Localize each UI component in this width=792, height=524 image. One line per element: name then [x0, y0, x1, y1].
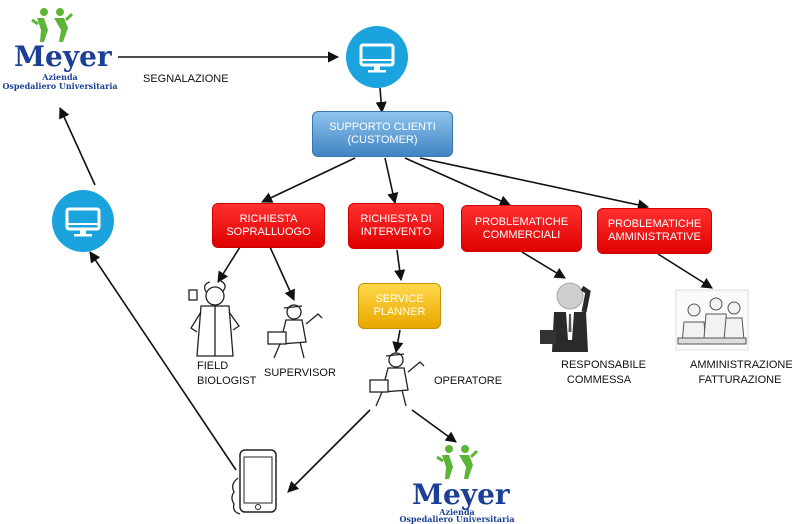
node-problematiche-amministrative: PROBLEMATICHE AMMINISTRATIVE [597, 208, 712, 254]
arrow-monitor-to-support [375, 87, 387, 114]
meyer-logo-line1: Azienda [439, 507, 475, 517]
connectors [59, 51, 713, 493]
arrow-planner-to-operator [392, 329, 404, 354]
edge-label-segnalazione: SEGNALAZIONE [143, 73, 229, 85]
arrow-support-to-admin [419, 157, 650, 211]
meyer-logo-line2: Ospedaliero Universitaria [2, 81, 118, 91]
node-problematiche-commerciali: PROBLEMATICHE COMMERCIALI [461, 205, 582, 252]
arrow-support-to-intervention [384, 157, 399, 205]
node-support-line2: (CUSTOMER) [347, 134, 418, 146]
smartphone-hand-icon [231, 449, 277, 515]
node-richiesta-sopralluogo: RICHIESTA SOPRALLUOGO [212, 203, 325, 248]
arrow-survey-to-biologist [217, 246, 241, 283]
actor-operatore: OPERATORE [434, 375, 503, 387]
actor-amministrazione-line1: AMMINISTRAZIONE [690, 359, 792, 371]
node-commercial-line2: COMMERCIALI [482, 228, 561, 241]
node-intervention-line1: RICHIESTA DI [360, 213, 432, 225]
node-planner-line1: SERVICE [375, 293, 424, 305]
meyer-logo-line2: Ospedaliero Universitaria [399, 514, 515, 524]
arrow-commercial-to-responsabile [521, 251, 566, 279]
actor-field-biologist-line1: FIELD [197, 360, 229, 372]
arrow-support-to-commercial [404, 157, 512, 206]
actor-field-biologist-line2: BIOLOGIST [197, 375, 257, 387]
node-survey-line1: RICHIESTA [239, 212, 298, 225]
worker-icon [267, 304, 323, 359]
meyer-logo-line1: Azienda [42, 72, 78, 82]
arrow-support-to-survey [260, 157, 356, 203]
meyer-figures-icon [31, 8, 74, 42]
arrow-operator-to-smartphone [287, 409, 371, 493]
meyer-logo-wordmark: Meyer [14, 40, 112, 73]
node-intervention-line2: INTERVENTO [360, 226, 432, 238]
arrow-survey-to-supervisor [269, 246, 295, 302]
node-richiesta-intervento: RICHIESTA DI INTERVENTO [348, 203, 444, 249]
meyer-figures-icon [436, 445, 479, 479]
office-team-icon [675, 289, 749, 351]
meyer-logo-wordmark: Meyer [412, 478, 510, 511]
arrow-admin-to-administration [657, 253, 713, 289]
node-planner-line2: PLANNER [373, 306, 426, 318]
node-admin-line1: PROBLEMATICHE [607, 218, 702, 230]
node-support-line1: SUPPORTO CLIENTI [329, 121, 436, 133]
worker-icon [369, 352, 425, 407]
actor-supervisor: SUPERVISOR [264, 367, 336, 379]
node-admin-line2: AMMINISTRATIVE [608, 231, 701, 243]
monitor-icon [52, 190, 114, 252]
arrow-smartphone-to-monitor [89, 251, 237, 471]
node-survey-line2: SOPRALLUOGO [226, 225, 311, 238]
arrow-operator-to-meyer [411, 409, 457, 443]
node-commercial-line1: PROBLEMATICHE [474, 215, 569, 228]
businessman-phone-icon [540, 282, 591, 352]
actor-responsabile-line2: COMMESSA [566, 374, 632, 386]
arrow-intervention-to-planner [394, 249, 406, 282]
node-service-planner: SERVICE PLANNER [358, 283, 441, 329]
actor-amministrazione-line2: FATTURAZIONE [698, 374, 782, 386]
monitor-icon [346, 26, 408, 88]
node-support-clienti: SUPPORTO CLIENTI (CUSTOMER) [312, 111, 453, 157]
arrow-monitor-to-meyer [59, 106, 96, 186]
actor-responsabile-line1: RESPONSABILE [561, 359, 646, 371]
scientist-icon [188, 280, 240, 357]
